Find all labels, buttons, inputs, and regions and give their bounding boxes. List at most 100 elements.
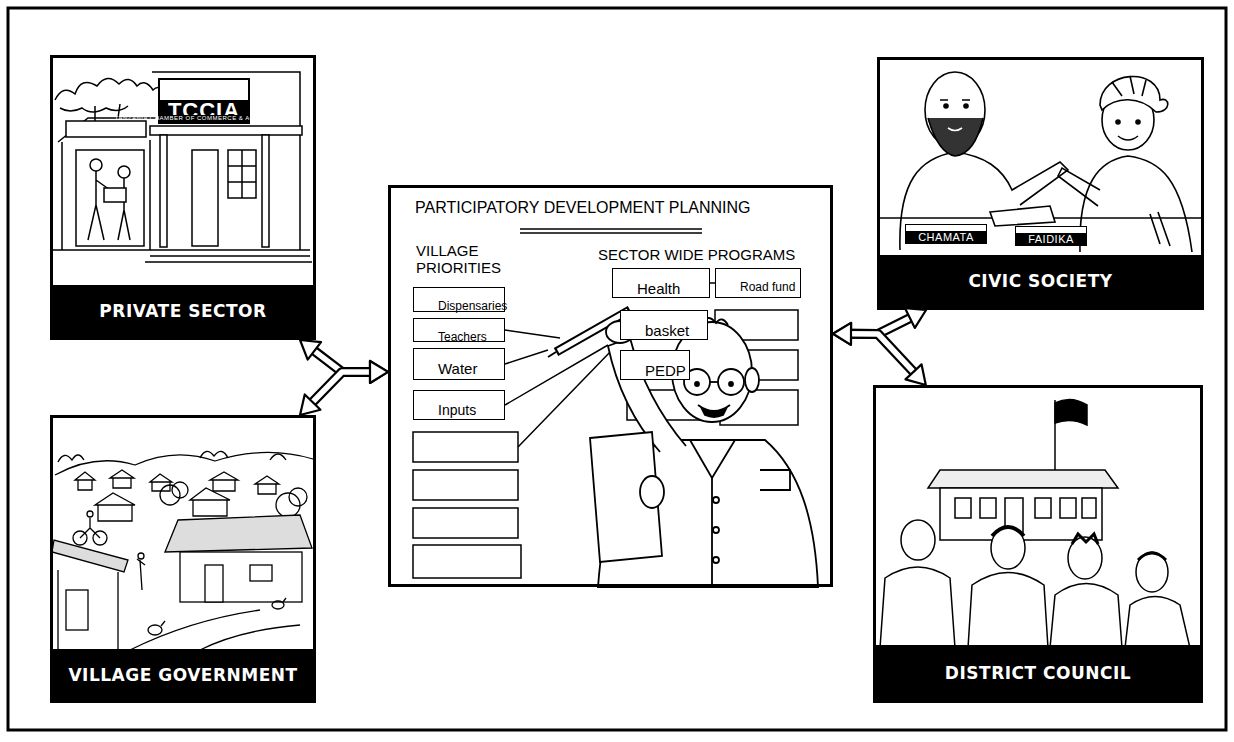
panel-band-label: CIVIC SOCIETY [880,255,1201,307]
people-illustration-part [990,206,1055,226]
box-label: Road fund [740,280,795,294]
people-illustration-part [1058,168,1100,206]
people-illustration-part [1112,76,1146,96]
council-illustration-part [1060,498,1076,518]
planner-figure-part [729,382,733,386]
village-illustration-part [95,493,135,521]
council-illustration-part [1138,553,1166,560]
box-label: Water [438,360,477,377]
shop-illustration-part [52,250,312,262]
village-illustration-part [272,601,284,609]
people-illustration [880,72,1204,252]
planner-figure-part [711,478,713,587]
shop-illustration-part [58,118,156,142]
box-label: CHAMATA [906,231,986,243]
arrow-head [833,323,851,345]
people-illustration-part [944,104,948,108]
village-illustration-part [276,493,300,517]
shop-illustration-part [228,150,256,198]
people-illustration-part [928,118,983,156]
shop-sign: TCCIATANZANIA CHAMBER OF COMMERCE & AGRI… [158,78,250,124]
council-illustration-part [992,527,1024,536]
frame-border [8,8,1226,730]
arrow-core [848,317,913,334]
planner-figure-part [760,470,790,490]
planner-figure-part [640,476,664,508]
column-heading: SECTOR WIDE PROGRAMS [598,246,838,263]
shop-illustration-part [150,126,302,135]
council-illustration-part [1125,597,1190,649]
people-illustration-part [964,104,968,108]
council-illustration-part [955,498,971,518]
arrow-outline [848,317,913,334]
village-illustration-part [210,472,238,491]
shop-illustration-part [62,140,150,250]
planning-board-part [413,470,518,500]
shop-illustration-part [55,78,163,100]
arrow-head [905,308,926,328]
box-label: basket [645,322,689,339]
village-illustration-part [58,451,286,462]
box-label: Health [637,280,680,297]
planner-figure-part [695,382,699,386]
shop-illustration-part [90,159,102,171]
arrow-core [311,372,373,404]
village-illustration-part [190,488,230,516]
planning-board-part [413,545,521,578]
double-arrow [833,323,926,385]
village-illustration-part [87,511,93,517]
planner-figure-part [690,440,735,478]
box-label: PEDP [645,362,686,379]
arrow-head [370,361,388,383]
village-illustration-part [58,570,118,650]
council-illustration-part [880,567,955,648]
priority-box: Dispensaries [413,287,505,312]
people-illustration-part [1136,120,1140,124]
program-box: Health [612,268,710,298]
village-illustration-part [289,488,307,506]
planner-figure-part [718,369,744,395]
council-illustration-part [968,573,1048,649]
board-title: PARTICIPATORY DEVELOPMENT PLANNING [415,199,751,217]
arrow-head [905,364,925,385]
column-heading: VILLAGE PRIORITIES [416,242,516,276]
name-plate: FAIDIKA [1015,226,1087,246]
arrow-outline [848,334,916,374]
village-illustration-part [205,565,223,602]
council-illustration-part [1050,584,1122,649]
planner-figure-part [710,381,718,383]
village-illustration-part [66,590,88,630]
village-illustration-part [52,540,128,572]
village-illustration-part [138,553,144,559]
planner-figure-part [713,527,719,533]
sign-subtitle: TANZANIA CHAMBER OF COMMERCE & AGRICULTU… [160,115,248,122]
people-illustration-part [1118,136,1138,140]
planner-figure-part [713,557,719,563]
planning-board-part [520,229,702,233]
people-illustration-part [1080,156,1192,252]
village-illustration-part [110,470,134,488]
shop-illustration-part [104,188,126,202]
priority-box: Teachers [413,318,505,342]
planner-figure-part [548,352,556,357]
program-box: PEDP [620,350,690,380]
people-illustration-part [1150,212,1170,246]
village-illustration-part [148,625,162,635]
planner-figure-part [702,409,726,417]
village-illustration-part [137,559,145,590]
planner-figure-part [745,368,759,392]
village-illustration-part [80,518,100,538]
arrow-head [300,394,320,415]
council-illustration-part [1136,552,1168,592]
arrow-core [848,334,916,374]
box-label: Dispensaries [438,299,507,313]
shop-illustration-part [60,106,128,112]
shop-illustration-part [76,150,144,246]
sector-panel: VILLAGE GOVERNMENT [50,415,316,703]
shop-illustration-part [118,166,130,178]
box-label: FAIDIKA [1016,233,1086,245]
panel-band-label: PRIVATE SECTOR [53,285,313,337]
planning-board-part [413,432,518,462]
